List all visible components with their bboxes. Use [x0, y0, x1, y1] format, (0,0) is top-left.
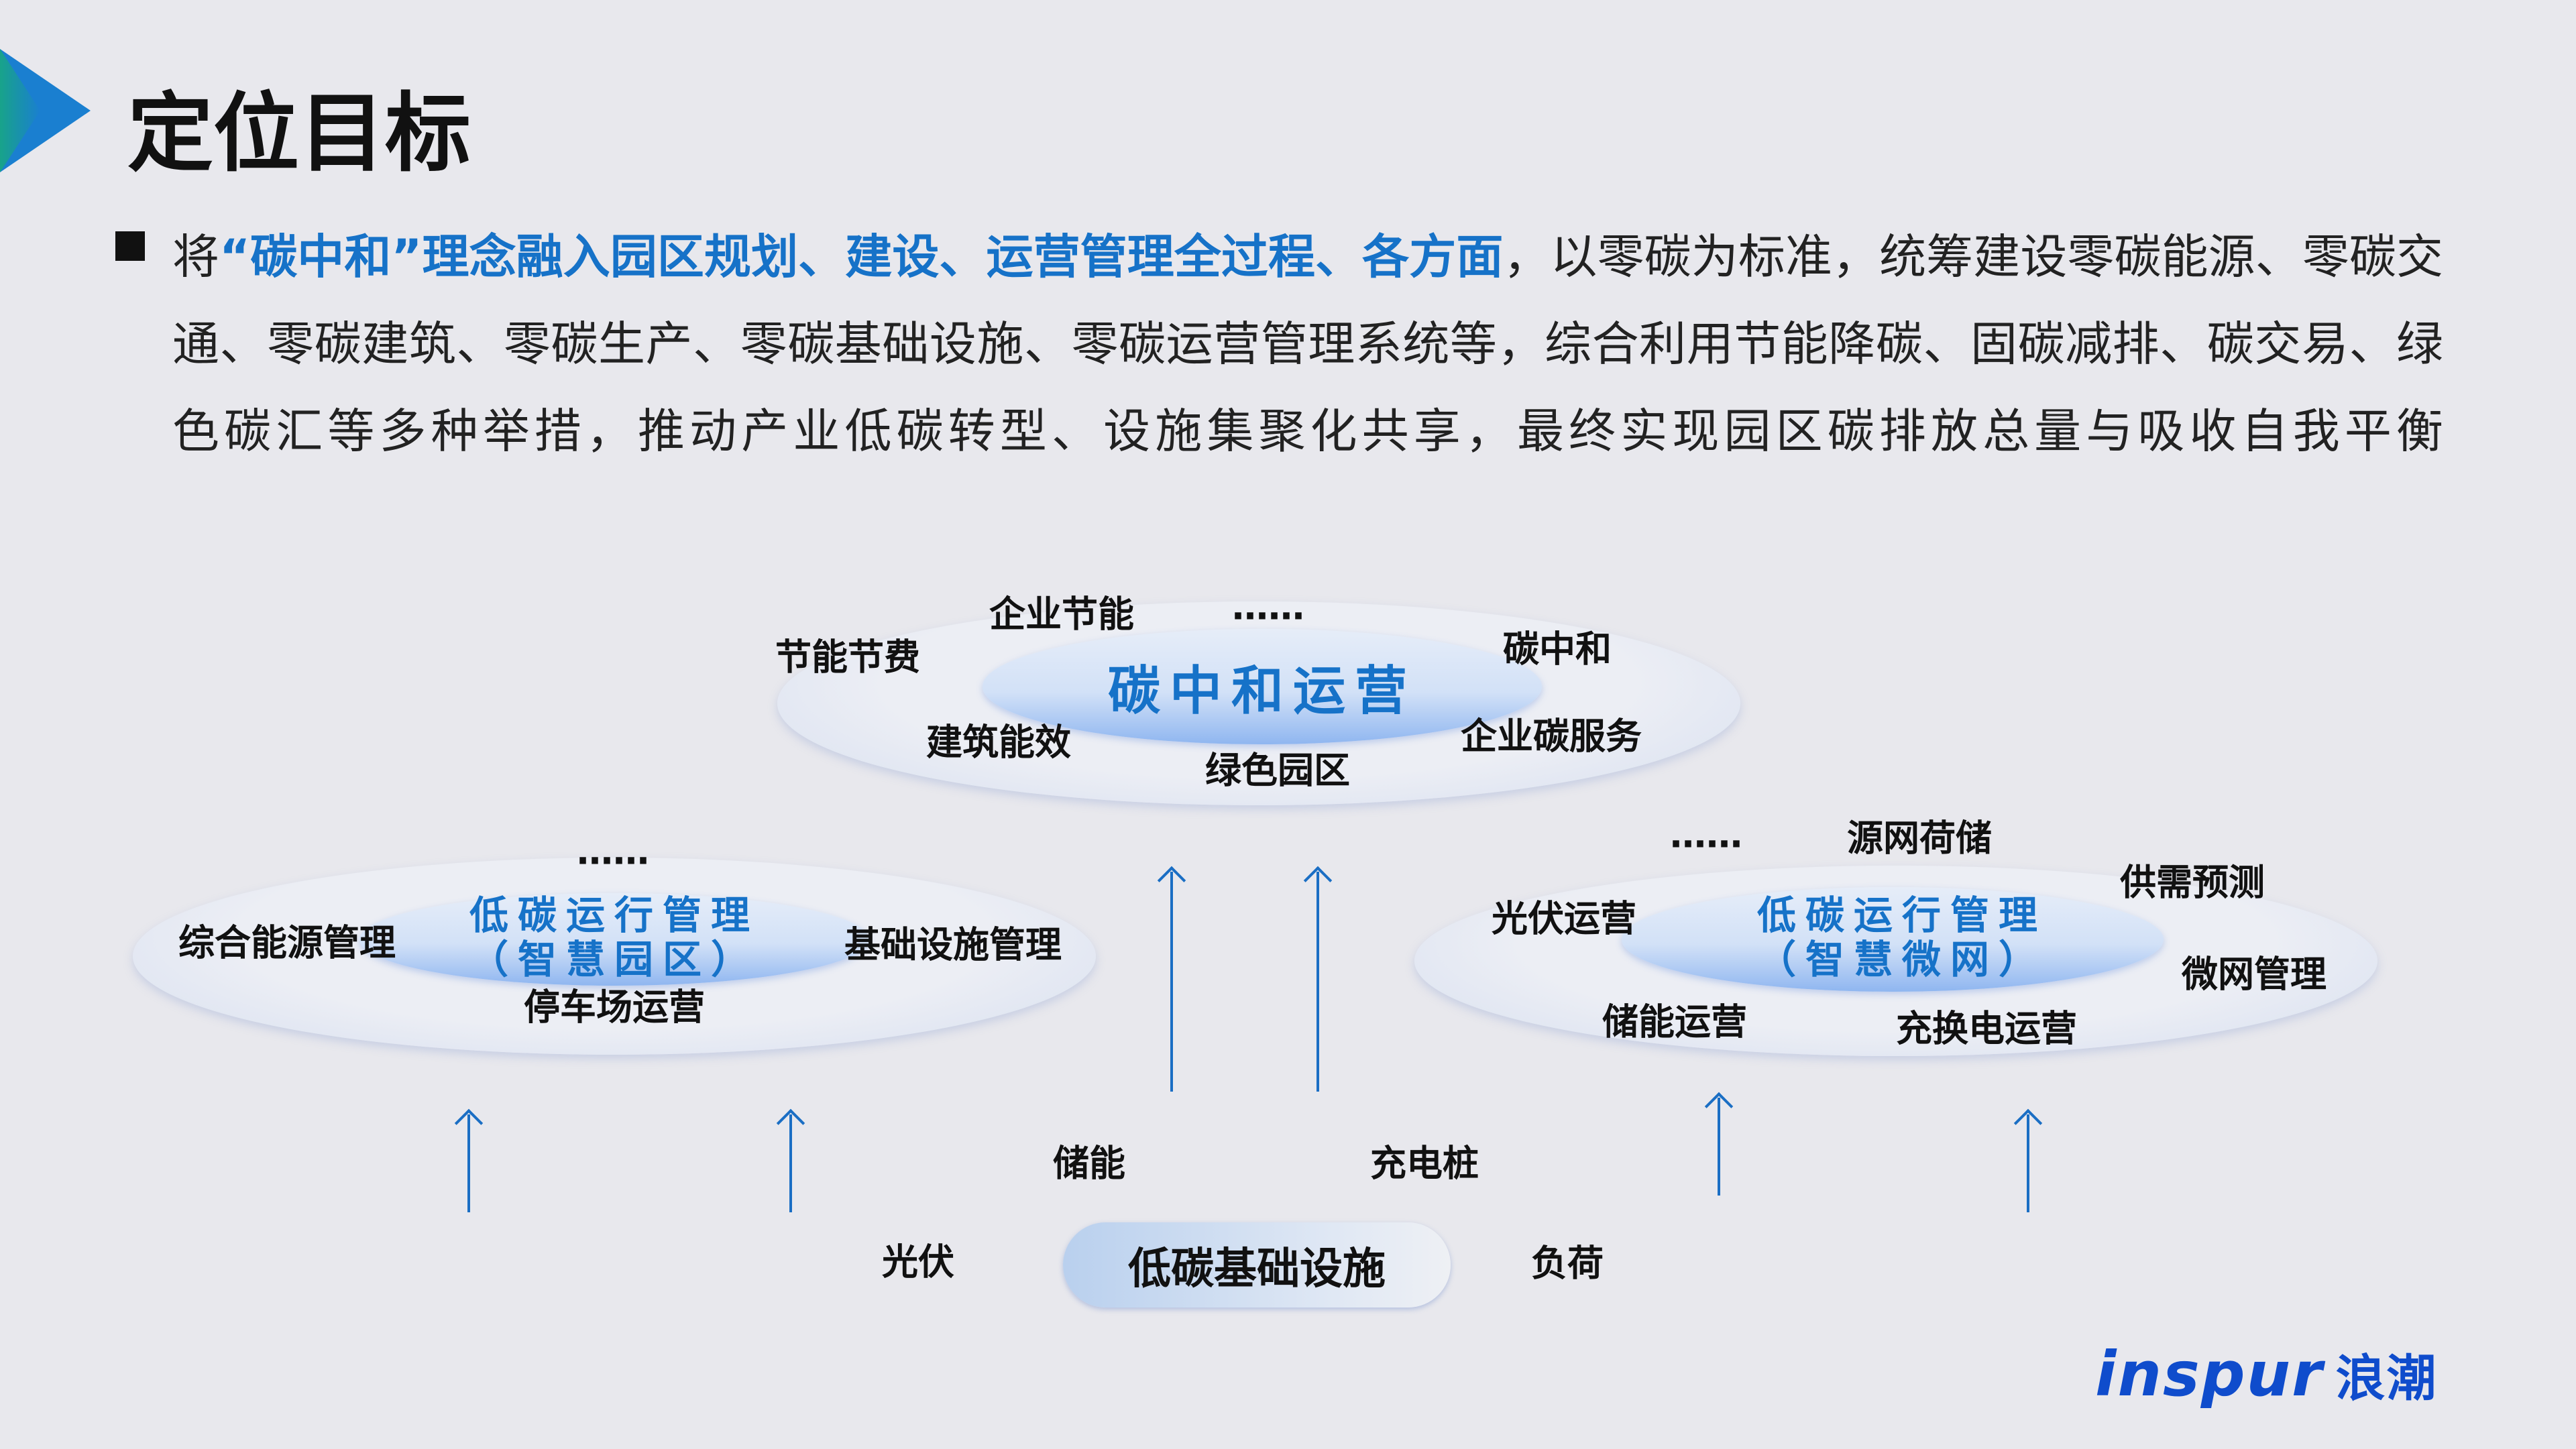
base-item: 储能 — [1053, 1142, 1125, 1185]
right-ring-item: 微网管理 — [2182, 953, 2327, 996]
intro-rest: ，以零碳为标准，统筹建设零碳能源、零碳交通、零碳建筑、零碳生产、零碳基础设施、零… — [172, 229, 2444, 459]
left-ring-item: 综合能源管理 — [178, 921, 396, 964]
up-arrow-icon — [789, 1114, 792, 1212]
top-ring-inner — [983, 629, 1542, 744]
top-ring-item: 节能节费 — [775, 636, 920, 679]
top-ring-item: 企业碳服务 — [1461, 715, 1642, 758]
logo-cn: 浪潮 — [2335, 1350, 2438, 1407]
top-ring-item: 建筑能效 — [926, 721, 1071, 764]
right-ring-item: 充换电运营 — [1896, 1007, 2077, 1050]
intro-paragraph: 将“碳中和”理念融入园区规划、建设、运营管理全过程、各方面，以零碳为标准，统筹建… — [172, 213, 2443, 475]
bullet-square-icon — [115, 231, 145, 261]
top-ring-item: 企业节能 — [989, 593, 1134, 636]
left-ring-center-line1: 低碳运行管理 — [469, 892, 760, 938]
up-arrow-icon — [1718, 1098, 1720, 1196]
left-ring-inner — [359, 893, 869, 986]
top-ring-center: 碳中和运营 — [1107, 661, 1417, 721]
up-arrow-icon — [467, 1114, 470, 1212]
up-arrow-icon — [2027, 1114, 2029, 1212]
base-item: 光伏 — [882, 1240, 954, 1283]
right-ring-center-line2: （智慧微网） — [1756, 937, 2048, 982]
top-ring-item: 碳中和 — [1503, 628, 1612, 671]
page-title: 定位目标 — [127, 84, 471, 184]
right-ring-item: 光伏运营 — [1492, 897, 1636, 940]
left-ring-item: 基础设施管理 — [844, 923, 1062, 966]
base-item: 充电桩 — [1370, 1142, 1479, 1185]
up-arrow-icon — [1317, 872, 1319, 1092]
up-arrow-icon — [1170, 872, 1173, 1092]
right-ring-item: 供需预测 — [2120, 861, 2265, 904]
top-ring-item: …… — [1232, 585, 1304, 628]
base-item: 负荷 — [1531, 1242, 1604, 1285]
logo-text: inspur — [2095, 1338, 2324, 1410]
left-ring-center-line2: （智慧园区） — [469, 937, 760, 982]
right-ring-item: …… — [1670, 813, 1742, 856]
right-ring-center-line1: 低碳运行管理 — [1756, 892, 2048, 938]
left-ring-item: …… — [577, 830, 649, 873]
base-infrastructure-pill: 低碳基础设施 — [1063, 1222, 1451, 1308]
right-ring-inner — [1622, 887, 2164, 992]
intro-highlight: “碳中和”理念融入园区规划、建设、运营管理全过程、各方面 — [219, 229, 1504, 284]
top-ring-item: 绿色园区 — [1205, 749, 1350, 792]
right-ring-item: 源网荷储 — [1847, 817, 1992, 860]
right-ring-item: 储能运营 — [1602, 1000, 1747, 1043]
left-ring-item: 停车场运营 — [524, 986, 705, 1029]
intro-prefix: 将 — [172, 229, 220, 284]
